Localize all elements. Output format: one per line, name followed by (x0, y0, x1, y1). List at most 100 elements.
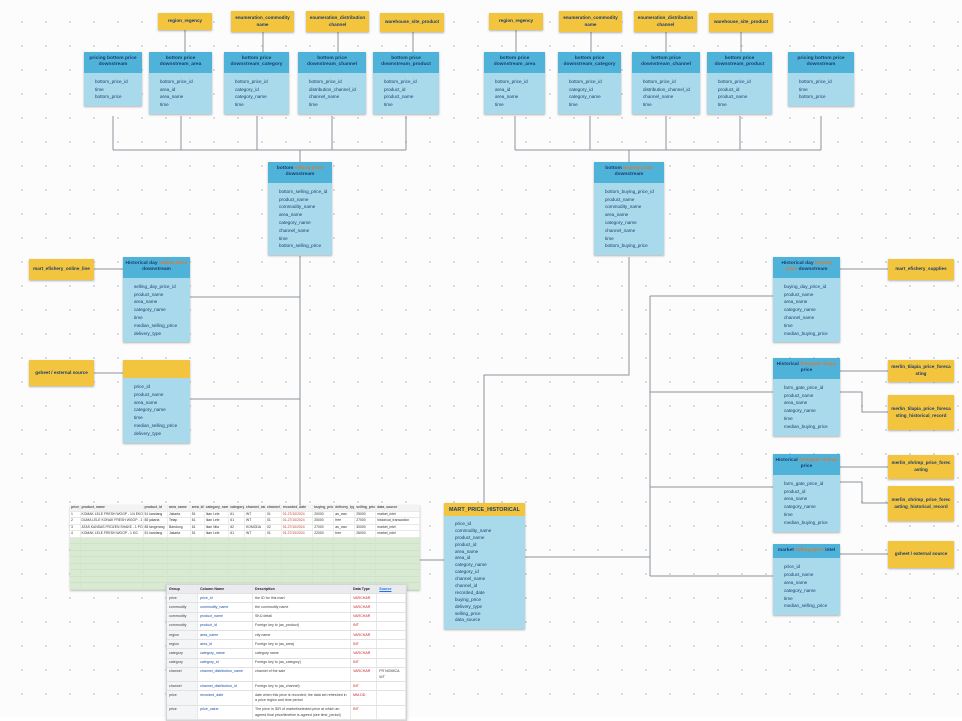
table-cell: 51 (191, 511, 205, 517)
entity-field: category_name (134, 306, 187, 314)
note-label: merlin_tilapia_price_forecasting (891, 364, 951, 376)
note-gsheet-external-source-right[interactable]: gsheet / external source (888, 541, 954, 568)
entity-pricing-bottom-price-left[interactable]: pricing bottom price downstream bottom_p… (84, 52, 142, 107)
entity-field: area_id (160, 86, 209, 94)
entity-bottom-price-category-right[interactable]: bottom price downstream_category bottom_… (558, 52, 621, 114)
table-cell (168, 563, 191, 568)
entity-bottom-price-area-left[interactable]: bottom price downstream_area bottom_pric… (149, 52, 212, 114)
table-cell: INT (351, 640, 378, 649)
note-distribution-channel-right[interactable]: enumeration_distribution channel (634, 11, 697, 32)
table-cell: channel_distribution_id (198, 682, 254, 691)
table-cell (144, 537, 168, 542)
table-cell (144, 557, 168, 562)
note-warehouse-product-right[interactable]: warehouse_site_product (709, 13, 773, 32)
entity-field: channel_id (455, 583, 522, 590)
entity-bottom-price-product-right[interactable]: bottom price downstream_product bottom_p… (707, 52, 772, 114)
title-segment: Buying price (623, 166, 653, 171)
entity-field: selling_price (455, 611, 522, 618)
note-label: mart_efishery_online_line (33, 266, 90, 272)
table-cell: VARCHAR (351, 612, 378, 621)
table-cell: region (167, 631, 199, 640)
entity-historical-farmgate-shrimp-price[interactable]: Historical farmgate shrimp price farm_ga… (773, 454, 840, 532)
note-distribution-channel-left[interactable]: enumeration_distribution channel (306, 11, 369, 32)
spreadsheet-preview[interactable]: price_idproduct_nameproduct_idarea_namea… (70, 505, 420, 590)
note-mart-efishery-online-line[interactable]: mart_efishery_online_line (29, 259, 94, 280)
entity-bottom-buying-price[interactable]: bottom Buying price downstream bottom_bu… (594, 162, 664, 256)
table-header-cell: Description (253, 585, 352, 594)
entity-field: product_name (279, 196, 329, 204)
note-region-regency-left[interactable]: region_regency (158, 13, 212, 30)
note-merlin-shrimp-price-forecasting[interactable]: merlin_shrimp_price_forecasting (888, 455, 954, 479)
table-cell: 01 (266, 518, 282, 524)
note-commodity-right[interactable]: enumeration_commodity name (559, 11, 622, 32)
entity-field: area_name (455, 549, 522, 556)
table-header-cell: buying_price (314, 505, 335, 511)
note-mart-efishery-supplies[interactable]: mart_efishery_supplies (888, 259, 954, 280)
table-cell (266, 537, 282, 542)
note-region-regency-right[interactable]: region_regency (489, 13, 543, 30)
entity-field: median_selling_price (134, 422, 187, 430)
entity-bottom-price-product-left[interactable]: bottom price downstream_product bottom_p… (373, 52, 439, 114)
entity-historical-day-buying-price[interactable]: Historical day Buying price downstream b… (773, 257, 840, 343)
table-cell: 01-27/10/2024 (282, 531, 314, 537)
entity-historical-farmgate-tilapia-price[interactable]: Historical farmgate tilapia price farm_g… (773, 358, 840, 436)
entity-bottom-price-area-right[interactable]: bottom price downstream_area bottom_pric… (484, 52, 545, 114)
table-header-cell: category_name (205, 505, 230, 511)
note-merlin-shrimp-price-forecasting-historical-record[interactable]: merlin_shrimp_price_forecasting_historic… (888, 486, 954, 521)
entity-field: time (384, 101, 436, 109)
entity-bottom-price-channel-left[interactable]: bottom price downstream_channel bottom_p… (298, 52, 366, 114)
table-cell: Ikan Lele (205, 511, 230, 517)
table-cell (191, 563, 205, 568)
entity-bottom-selling-price[interactable]: bottom selling price downstream bottom_s… (268, 162, 332, 256)
note-label: enumeration_commodity name (235, 14, 290, 27)
table-cell: recorded_date (198, 691, 254, 705)
table-cell (191, 576, 205, 581)
table-cell (334, 537, 356, 542)
entity-field: time (784, 595, 837, 603)
table-cell (191, 537, 205, 542)
entity-pricing-bottom-price-right[interactable]: pricing bottom price downstream bottom_p… (788, 52, 854, 107)
table-cell: Foreign key to (as_product) (253, 621, 352, 631)
table-cell (144, 583, 168, 588)
table-cell: KOMAK LELE FRESH WGGP - 1/4 EKOR/KG (81, 511, 144, 517)
entity-title: Historical farmgate shrimp price (773, 454, 840, 475)
entity-title: bottom price downstream_category (224, 52, 289, 73)
entity-bottom-price-category-left[interactable]: bottom price downstream_category bottom_… (224, 52, 289, 114)
note-label: mart_efishery_supplies (895, 266, 947, 272)
note-warehouse-product-left[interactable]: warehouse_site_product (380, 13, 444, 32)
table-cell (334, 557, 356, 562)
table-cell (245, 557, 266, 562)
entity-bottom-price-channel-right[interactable]: bottom price downstream_channel bottom_p… (632, 52, 700, 114)
table-cell (266, 576, 282, 581)
table-cell (377, 631, 406, 640)
note-merlin-tilapia-price-forecasting-historical-record[interactable]: merlin_tilapia_price_forecasting_histori… (888, 395, 954, 430)
note-merlin-tilapia-price-forecasting[interactable]: merlin_tilapia_price_forecasting (888, 360, 954, 382)
table-header-cell: data_source (376, 505, 420, 511)
table-header-cell: area_id (191, 505, 205, 511)
table-cell: 51 kandang (144, 511, 168, 517)
note-gsheet-external-source-left[interactable]: gsheet / external source (29, 360, 94, 386)
entity-historical-day-selling-price[interactable]: Historical day selling price downstream … (123, 257, 190, 343)
entity-field: bottom_selling_price (279, 242, 329, 250)
table-cell (355, 557, 377, 562)
table-cell: VARCHAR (351, 667, 378, 682)
note-commodity-left[interactable]: enumeration_commodity name (231, 11, 294, 32)
entity-field: bottom_price (95, 93, 139, 101)
entity-field: category_name (569, 93, 618, 101)
entity-field: time (235, 101, 286, 109)
entity-field: category_name (134, 406, 187, 414)
